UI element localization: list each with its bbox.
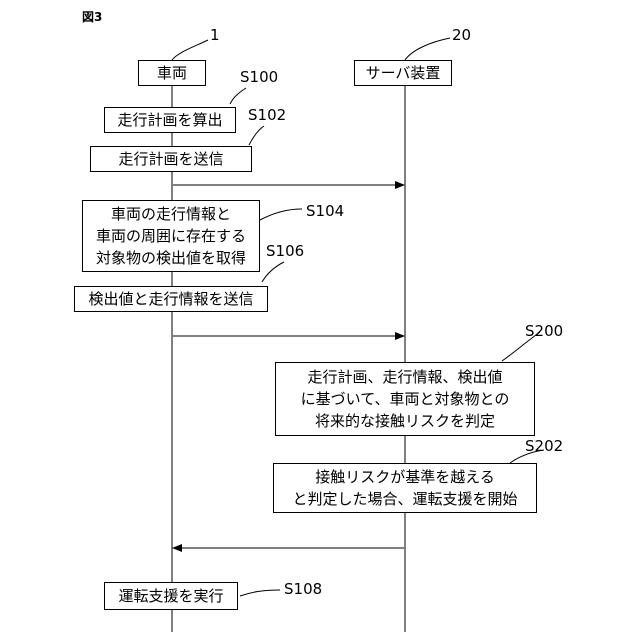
step-id-s106: S106 bbox=[266, 242, 304, 260]
step-box-s106: 検出値と走行情報を送信 bbox=[74, 286, 268, 312]
vehicle-participant-box: 車両 bbox=[138, 60, 206, 86]
step-id-s104: S104 bbox=[306, 202, 344, 220]
s100-leader bbox=[230, 88, 246, 104]
step-box-s202: 接触リスクが基準を越える と判定した場合、運転支援を開始 bbox=[273, 463, 537, 513]
vehicle-ref-leader bbox=[172, 40, 208, 60]
step-box-s200: 走行計画、走行情報、検出値 に基づいて、車両と対象物との 将来的な接触リスクを判… bbox=[275, 362, 535, 436]
step-id-s100: S100 bbox=[240, 68, 278, 86]
step-box-s108: 運転支援を実行 bbox=[104, 582, 238, 610]
server-ref-number: 20 bbox=[452, 26, 471, 44]
step-id-s202: S202 bbox=[525, 437, 563, 455]
s102-leader bbox=[249, 126, 264, 145]
step-id-s102: S102 bbox=[248, 106, 286, 124]
figure-label: 図3 bbox=[82, 8, 102, 25]
s106-leader bbox=[262, 262, 284, 282]
server-participant-box: サーバ装置 bbox=[354, 60, 452, 86]
s108-leader bbox=[240, 590, 280, 596]
step-box-s102: 走行計画を送信 bbox=[90, 146, 252, 172]
step-id-s108: S108 bbox=[284, 580, 322, 598]
step-box-s100: 走行計画を算出 bbox=[104, 107, 236, 133]
vehicle-ref-number: 1 bbox=[210, 26, 220, 44]
step-box-s104: 車両の走行情報と 車両の周囲に存在する 対象物の検出値を取得 bbox=[82, 200, 260, 272]
s104-leader bbox=[260, 209, 302, 220]
step-id-s200: S200 bbox=[525, 322, 563, 340]
server-ref-leader bbox=[405, 38, 450, 60]
